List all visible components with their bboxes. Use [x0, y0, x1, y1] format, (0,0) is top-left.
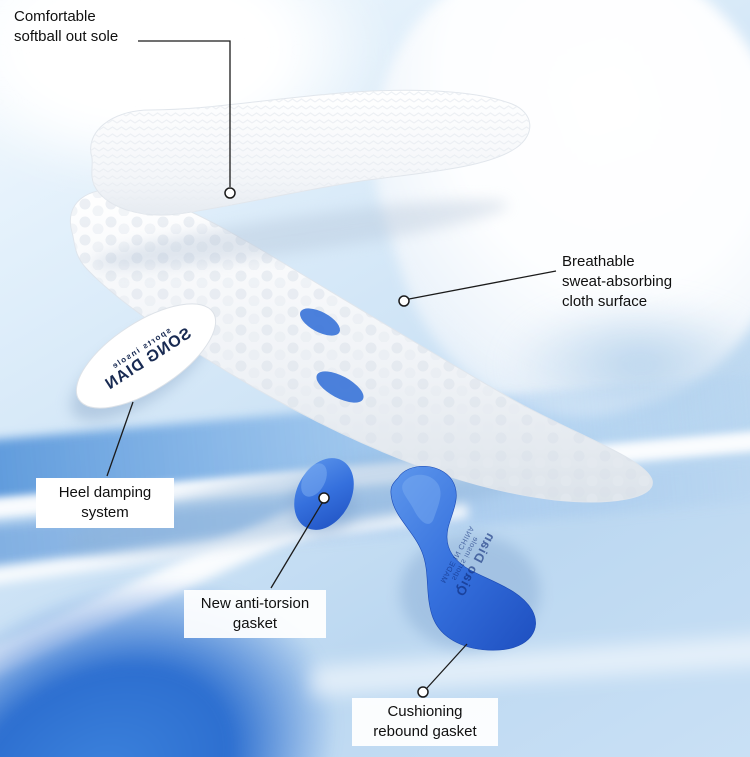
- label-comfortable-outsole: Comfortable softball out sole: [14, 8, 119, 45]
- heel-badge-shape: [75, 303, 217, 409]
- connector-breathable: [408, 270, 557, 300]
- marker-cushioning: [417, 686, 429, 698]
- marker-anti-torsion: [318, 492, 330, 504]
- connectors: [106, 40, 557, 689]
- connector-heel-damping: [106, 401, 134, 477]
- connector-outsole: [138, 40, 231, 187]
- connector-anti-torsion: [270, 502, 323, 589]
- blue-peek-1: [300, 308, 340, 336]
- connector-cushioning: [426, 643, 468, 689]
- rebound-gasket-shape: [390, 466, 536, 651]
- label-heel-damping: Heel damping system: [36, 478, 174, 528]
- markers: [224, 187, 429, 698]
- label-breathable-surface: Breathable sweat-absorbing cloth surface: [562, 253, 673, 310]
- blue-peek-2: [316, 371, 364, 403]
- label-anti-torsion: New anti-torsion gasket: [184, 590, 326, 638]
- marker-breathable: [398, 295, 410, 307]
- outsole-cast-shadow: [92, 199, 508, 269]
- label-cushioning-rebound: Cushioning rebound gasket: [352, 698, 498, 746]
- marker-outsole: [224, 187, 236, 199]
- insole-outsole-shape: [90, 89, 531, 216]
